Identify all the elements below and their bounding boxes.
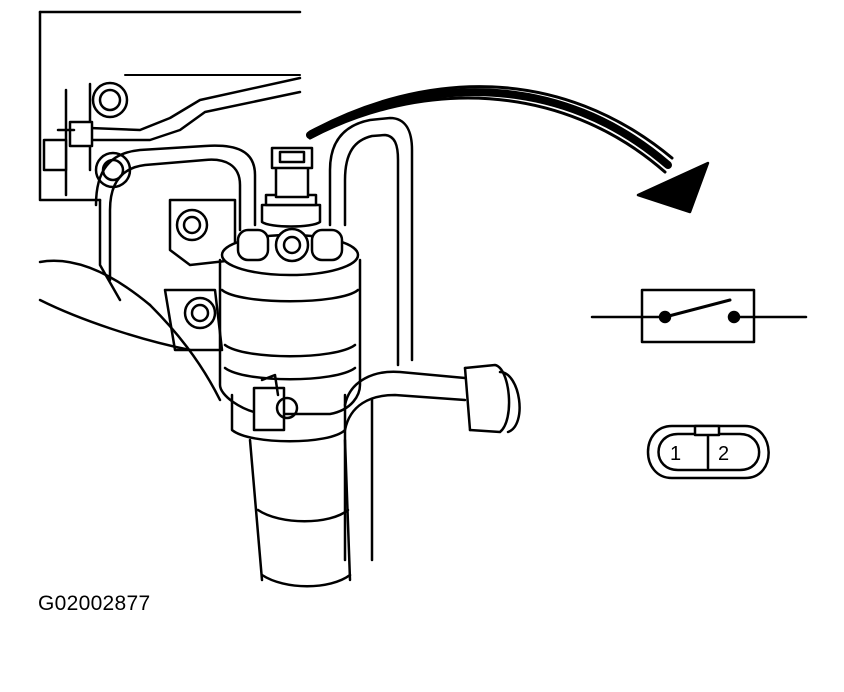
connector-pinout: 1 2 xyxy=(646,424,770,480)
switch-symbol xyxy=(590,288,808,344)
connector-pin-1-label: 1 xyxy=(670,443,681,465)
receiver-drier xyxy=(218,233,362,588)
small-pipe xyxy=(42,76,302,172)
figure-id: G02002877 xyxy=(38,592,151,615)
drier-cap-studs xyxy=(236,227,344,263)
pressure-switch xyxy=(260,146,322,228)
large-hose xyxy=(38,259,222,402)
outlet-hose xyxy=(343,363,521,562)
callout-arrow xyxy=(306,85,710,214)
refrigerant-lines xyxy=(94,116,414,367)
connector-pin-2-label: 2 xyxy=(718,443,729,465)
